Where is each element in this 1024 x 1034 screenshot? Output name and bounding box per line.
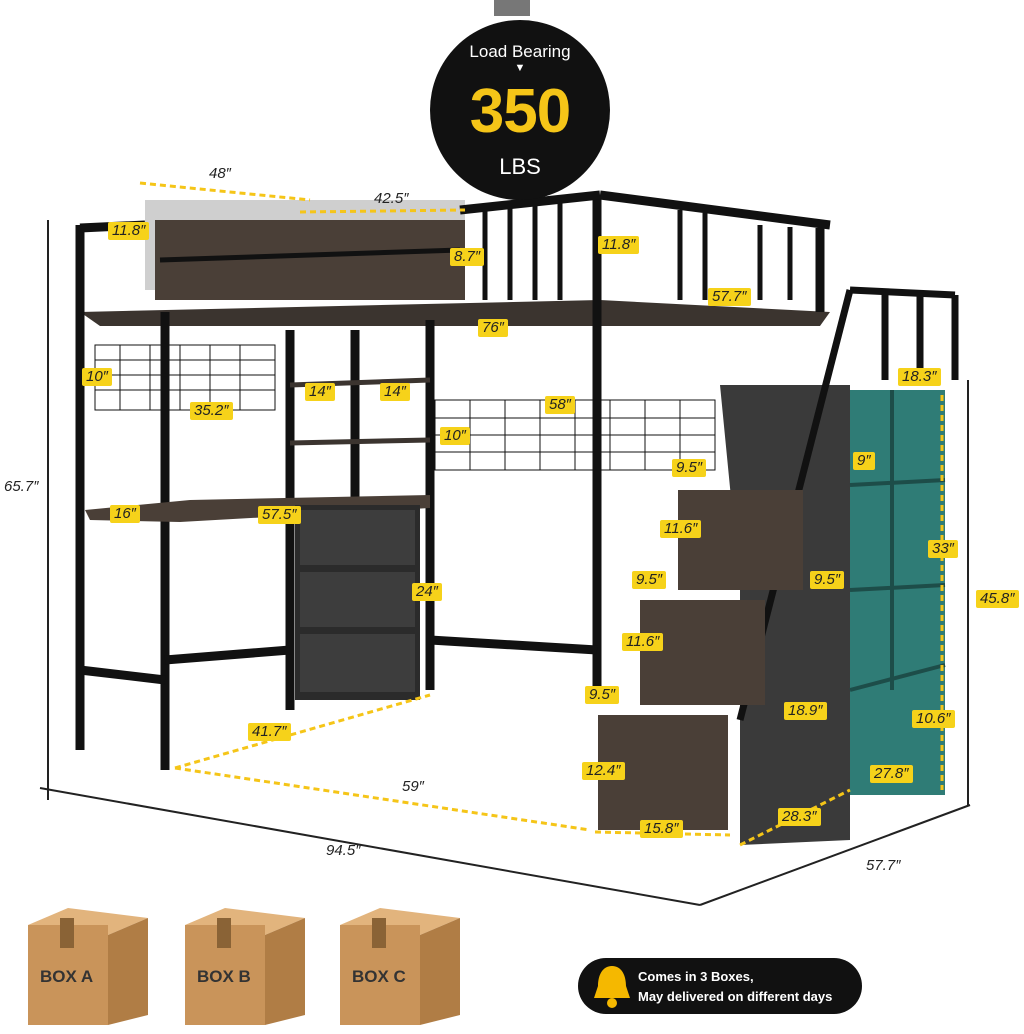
dim-total-height: 65.7″ bbox=[4, 478, 39, 495]
dim-drawer-height-2: 11.6″ bbox=[622, 633, 664, 651]
dim-grid-left-width: 35.2″ bbox=[190, 402, 233, 420]
dim-shelf-depth: 8.7″ bbox=[450, 248, 485, 266]
dim-under-bed: 59″ bbox=[402, 778, 424, 795]
fabric-drawer-3 bbox=[300, 634, 415, 692]
dim-desk-width: 16″ bbox=[110, 505, 140, 523]
shipping-notice: Comes in 3 Boxes, May delivered on diffe… bbox=[578, 958, 862, 1014]
box-a-label: BOX A bbox=[40, 967, 94, 986]
dim-bottom-cubby: 10.6″ bbox=[912, 710, 955, 728]
dim-step-depth-4: 9.5″ bbox=[585, 686, 620, 704]
shipping-box-c bbox=[340, 908, 460, 1025]
bell-icon bbox=[594, 966, 630, 1008]
load-bearing-badge: Load Bearing ▼ 350 LBS bbox=[430, 20, 610, 200]
load-bearing-value: 350 bbox=[469, 77, 571, 146]
dim-stair-total-height: 45.8″ bbox=[976, 590, 1019, 608]
dim-shelf-gap-a: 14″ bbox=[305, 383, 335, 401]
dim-step-depth-3: 9.5″ bbox=[810, 571, 845, 589]
dim-bed-length: 57.7″ bbox=[708, 288, 751, 306]
dim-step-depth-2: 9.5″ bbox=[632, 571, 667, 589]
cabinet-cubbies bbox=[849, 390, 946, 692]
dim-rail-height: 11.8″ bbox=[598, 236, 640, 254]
badge-arrow: ▼ bbox=[514, 62, 526, 74]
dim-cabinet-height: 33″ bbox=[928, 540, 958, 558]
box-b-label: BOX B bbox=[197, 967, 251, 986]
dim-shelf-gap-b: 14″ bbox=[380, 383, 410, 401]
grid-panel-center bbox=[434, 399, 716, 471]
dim-desk-depth: 41.7″ bbox=[248, 723, 291, 741]
fabric-drawer-1 bbox=[300, 510, 415, 565]
hanger-hook bbox=[494, 0, 530, 16]
shipping-box-b bbox=[185, 908, 305, 1025]
shipping-box-a bbox=[28, 908, 148, 1025]
bed-deck bbox=[80, 300, 830, 326]
stair-cabinet-front bbox=[850, 390, 945, 795]
notice-line-1: Comes in 3 Boxes, bbox=[638, 969, 754, 984]
dim-drawer-width: 15.8″ bbox=[640, 820, 683, 838]
desk-top bbox=[85, 495, 430, 522]
shelf-rail bbox=[159, 247, 461, 263]
dim-bed-top: 42.5″ bbox=[374, 190, 409, 207]
dim-drawer-unit-height: 24″ bbox=[412, 583, 442, 601]
dim-total-width: 57.7″ bbox=[866, 857, 901, 874]
fabric-drawer-2 bbox=[300, 572, 415, 627]
dim-stair-top-width: 18.3″ bbox=[898, 368, 941, 386]
dim-grid-center-height: 10″ bbox=[440, 427, 470, 445]
dim-stair-depth: 28.3″ bbox=[778, 808, 821, 826]
dim-drawer-height-1: 11.6″ bbox=[660, 520, 702, 538]
stair-drawer-1 bbox=[678, 490, 803, 590]
dim-shelf-height-left: 11.8″ bbox=[108, 222, 150, 240]
dim-desk-length: 57.5″ bbox=[258, 506, 301, 524]
dim-step-depth-1: 9.5″ bbox=[672, 459, 707, 477]
load-bearing-unit: LBS bbox=[499, 154, 541, 179]
floor-dimension-lines bbox=[39, 220, 971, 906]
load-bearing-label: Load Bearing bbox=[469, 42, 571, 61]
dim-shelf-width: 48″ bbox=[209, 165, 231, 182]
dim-cabinet-depth: 27.8″ bbox=[870, 765, 913, 783]
box-c-label: BOX C bbox=[352, 967, 406, 986]
guard-rails bbox=[482, 202, 793, 300]
dim-grid-left-height: 10″ bbox=[82, 368, 112, 386]
dim-cubby-height: 9″ bbox=[853, 452, 875, 470]
dim-total-length: 94.5″ bbox=[326, 842, 361, 859]
notice-line-2: May delivered on different days bbox=[638, 989, 833, 1004]
stair-drawer-2 bbox=[640, 600, 765, 705]
measurement-lines bbox=[139, 181, 944, 847]
shipping-notice-text: Comes in 3 Boxes, May delivered on diffe… bbox=[638, 967, 832, 1007]
grid-panel-left bbox=[94, 344, 276, 411]
dim-bed-deck: 76″ bbox=[478, 319, 508, 337]
dim-drawer-height-3: 12.4″ bbox=[582, 762, 625, 780]
dim-grid-center-width: 58″ bbox=[545, 396, 575, 414]
dim-stair-width: 18.9″ bbox=[784, 702, 827, 720]
